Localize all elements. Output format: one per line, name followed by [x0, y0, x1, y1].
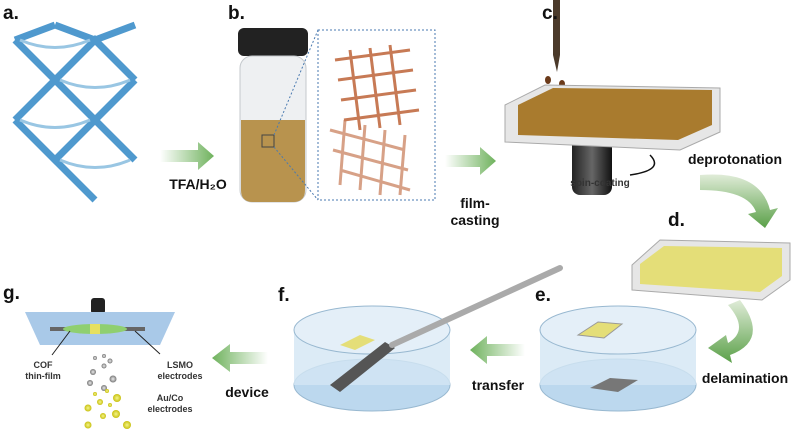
step-acid-label: TFA/H₂O [169, 176, 227, 192]
vial-icon [238, 28, 319, 203]
arrow-icon [212, 344, 268, 372]
cof-line2: thin-film [25, 371, 61, 381]
panel-label-c: c. [542, 3, 558, 24]
step-deprotonation-label: deprotonation [687, 151, 783, 167]
arrow-icon [470, 336, 525, 364]
arrow-icon [160, 142, 214, 170]
tweezers-icon [389, 265, 563, 348]
spin-valve-device [25, 298, 175, 429]
curved-arrow-icon [708, 300, 753, 363]
step-transfer-label: transfer [471, 377, 525, 393]
panel-label-a: a. [3, 3, 19, 24]
film-casting-line1: film- [460, 195, 490, 211]
arrow-icon [445, 147, 496, 175]
panel-label-g: g. [3, 283, 20, 304]
auco-line1: Au/Co [156, 393, 184, 403]
cof-line1: COF [33, 360, 53, 370]
step-device-label: device [225, 384, 269, 400]
lsmo-line2: electrodes [157, 371, 203, 381]
spin-coating-label: spin-coating [570, 178, 630, 189]
water-dish-e [539, 305, 697, 412]
panel-label-e: e. [535, 285, 551, 306]
cof-thin-film-label: COF thin-film [18, 360, 68, 382]
lsmo-electrodes-label: LSMO electrodes [150, 360, 210, 382]
lsmo-line1: LSMO [167, 360, 193, 370]
panel-label-d: d. [668, 210, 685, 231]
panel-label-f: f. [278, 285, 290, 306]
step-delamination-label: delamination [701, 370, 789, 386]
auco-electrodes-label: Au/Co electrodes [140, 393, 200, 415]
step-film-casting-label: film- casting [440, 195, 510, 229]
spin-coater-plate [504, 84, 721, 195]
cof-lattice-structure [12, 21, 138, 203]
delaminated-film-plate [631, 239, 791, 301]
panel-label-b: b. [228, 3, 245, 24]
auco-line2: electrodes [147, 404, 193, 414]
curved-arrow-icon [700, 174, 778, 228]
film-casting-line2: casting [450, 212, 500, 228]
water-dish-f [293, 265, 563, 412]
cof-mesh-inset [329, 44, 420, 196]
